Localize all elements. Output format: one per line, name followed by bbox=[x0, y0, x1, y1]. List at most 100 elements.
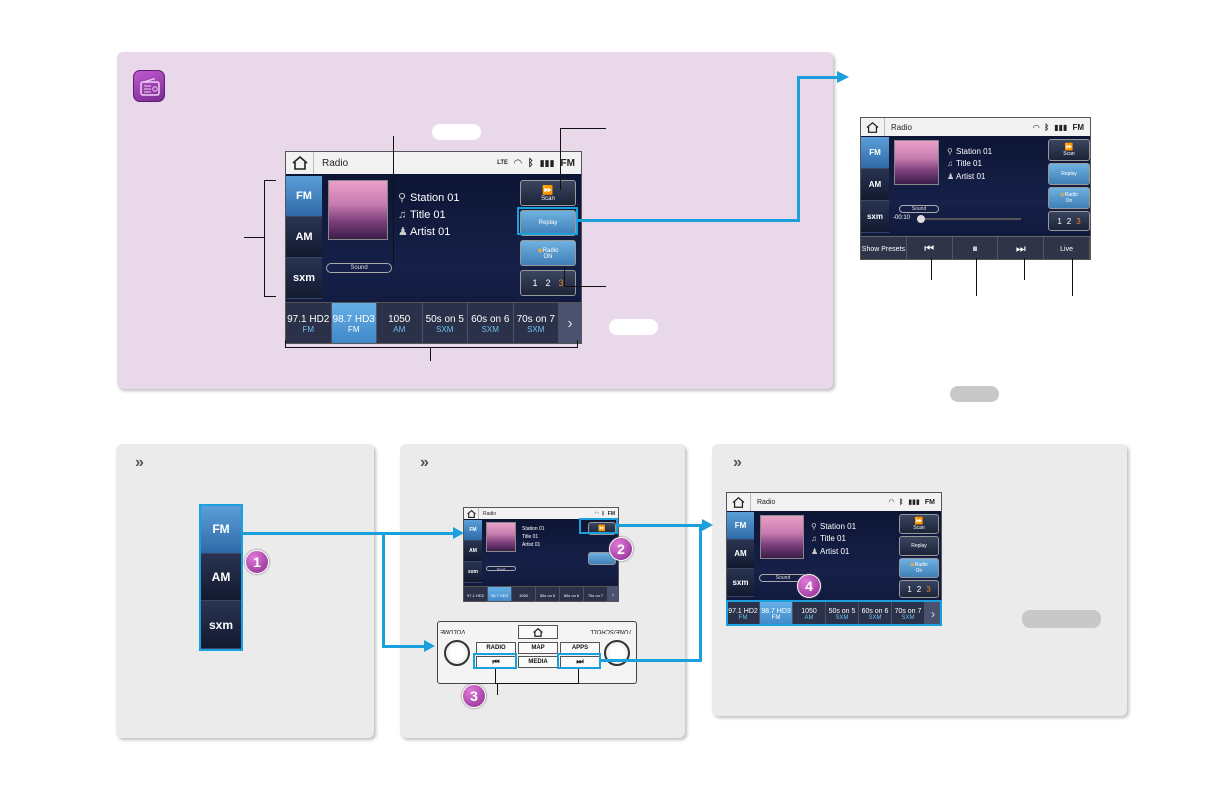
home-hard-button[interactable] bbox=[518, 625, 558, 639]
preset-2[interactable]: 98.7 HD3 bbox=[488, 587, 512, 601]
preset-next-button[interactable]: › bbox=[559, 303, 581, 343]
tab-sxm[interactable]: sxm bbox=[286, 258, 322, 299]
pause-icon[interactable]: ⏸ bbox=[953, 237, 999, 259]
home-button[interactable] bbox=[861, 118, 885, 136]
label-pill bbox=[609, 319, 658, 335]
preset-next-button[interactable]: › bbox=[608, 587, 618, 601]
preset-page-button[interactable]: 1 2 3 bbox=[1048, 211, 1090, 231]
preset-next-button[interactable]: › bbox=[925, 602, 941, 624]
preset-6[interactable]: 70s on 7 bbox=[584, 587, 608, 601]
band-indicator: FM bbox=[924, 498, 935, 506]
skip-back-icon[interactable]: ⏮ bbox=[907, 237, 953, 259]
preset-4[interactable]: 50s on 5 bbox=[536, 587, 560, 601]
preset-1[interactable]: 97.1 HD2 bbox=[464, 587, 488, 601]
radio-screen-small: Radio ◠ ᛒ FM FM AM sxm Station 01 Title … bbox=[463, 507, 619, 602]
live-button[interactable]: Live bbox=[1044, 237, 1090, 259]
tab-am[interactable]: AM bbox=[727, 540, 754, 569]
preset-bar-highlight bbox=[726, 600, 942, 626]
signal-icon: ▮▮▮ bbox=[908, 499, 920, 506]
music-note-icon: ♫ bbox=[398, 209, 407, 222]
tab-am[interactable]: AM bbox=[201, 553, 241, 602]
skip-forward-icon[interactable]: ⏭ bbox=[998, 237, 1045, 259]
show-presets-button[interactable]: Show Presets bbox=[861, 237, 907, 259]
scan-button[interactable]: ⏩ Scan bbox=[899, 514, 939, 534]
hd-radio-button[interactable]: ◉Radio ON bbox=[520, 240, 576, 266]
sound-button[interactable]: Sound bbox=[326, 263, 392, 273]
arrow-icon bbox=[424, 640, 435, 652]
artist-icon: ♟ bbox=[947, 171, 955, 181]
preset-page-button[interactable]: 1 2 3 bbox=[899, 580, 939, 598]
replay-progress-track[interactable] bbox=[917, 218, 1021, 220]
chevron-icon: » bbox=[733, 454, 742, 471]
tab-sxm[interactable]: sxm bbox=[861, 201, 889, 233]
map-hard-button[interactable]: MAP bbox=[518, 642, 558, 654]
tune-scroll-knob[interactable] bbox=[604, 640, 630, 666]
preset-page-button[interactable]: 1 2 3 bbox=[520, 270, 576, 296]
sound-button[interactable]: Sound bbox=[486, 566, 516, 571]
volume-knob[interactable] bbox=[444, 640, 470, 666]
station-icon: ⚲ bbox=[947, 147, 953, 156]
scan-label: Scan bbox=[541, 195, 555, 202]
tab-am[interactable]: AM bbox=[286, 217, 322, 258]
screen-title: Radio bbox=[483, 510, 497, 517]
step-badge-1: 1 bbox=[245, 550, 269, 574]
tab-fm[interactable]: FM bbox=[464, 520, 482, 541]
connector-line bbox=[243, 532, 384, 535]
tab-sxm[interactable]: sxm bbox=[201, 601, 241, 650]
callout-line bbox=[1024, 258, 1025, 280]
bracket-tick bbox=[577, 340, 578, 348]
sound-button[interactable]: Sound bbox=[899, 205, 939, 213]
replay-progress-thumb[interactable] bbox=[917, 215, 925, 223]
scan-button[interactable]: ⏩ Scan bbox=[1048, 139, 1090, 161]
station-info: ⚲Station 01 ♫Title 01 ♟Artist 01 bbox=[811, 521, 856, 558]
home-button[interactable] bbox=[464, 508, 479, 519]
home-icon bbox=[533, 627, 543, 637]
tab-am[interactable]: AM bbox=[464, 541, 482, 562]
tab-fm[interactable]: FM bbox=[727, 512, 754, 541]
preset-5[interactable]: 60s on 6 bbox=[560, 587, 584, 601]
tab-fm[interactable]: FM bbox=[201, 506, 241, 554]
tab-fm[interactable]: FM bbox=[286, 176, 322, 217]
hd-icon: ◉ bbox=[537, 247, 543, 254]
home-icon bbox=[732, 496, 745, 508]
tab-sxm[interactable]: sxm bbox=[464, 562, 482, 583]
bluetooth-icon: ᛒ bbox=[1044, 122, 1050, 132]
replay-button[interactable]: Replay bbox=[899, 536, 939, 556]
status-bar: Radio ◠ ᛒ ▮▮▮ FM bbox=[861, 118, 1090, 136]
tab-sxm[interactable]: sxm bbox=[727, 568, 754, 597]
band-tabs: FM AM sxm bbox=[727, 512, 754, 597]
home-button[interactable] bbox=[286, 152, 314, 174]
replay-button[interactable]: Replay bbox=[1048, 163, 1090, 185]
media-hard-button[interactable]: MEDIA bbox=[518, 656, 558, 668]
status-bar: Radio ◠ ᛒ ▮▮▮ FM bbox=[727, 493, 941, 511]
tab-am[interactable]: AM bbox=[861, 169, 889, 201]
scan-button[interactable]: ⏩ bbox=[588, 522, 616, 535]
fast-forward-icon: ⏩ bbox=[1064, 144, 1074, 151]
callout-line bbox=[564, 266, 565, 286]
callout-line bbox=[497, 683, 498, 695]
hd-radio-button[interactable]: ◉Radio On bbox=[899, 558, 939, 578]
tab-fm[interactable]: FM bbox=[861, 137, 889, 169]
home-button[interactable] bbox=[727, 493, 751, 511]
preset-3[interactable]: 1050 bbox=[512, 587, 536, 601]
hd-radio-button[interactable]: ◉Radio On bbox=[1048, 187, 1090, 209]
scan-button[interactable]: ⏩ Scan bbox=[520, 180, 576, 206]
connector-line bbox=[797, 76, 837, 79]
head-unit-panel: VOLUME TUNE/SCROLL RADIO MAP APPS ⏮ MEDI… bbox=[437, 621, 637, 684]
replay-time: -00:10 bbox=[893, 215, 911, 221]
volume-knob-label: VOLUME bbox=[440, 628, 466, 634]
arrow-icon bbox=[702, 519, 713, 531]
replay-button[interactable]: Replay bbox=[520, 210, 576, 236]
